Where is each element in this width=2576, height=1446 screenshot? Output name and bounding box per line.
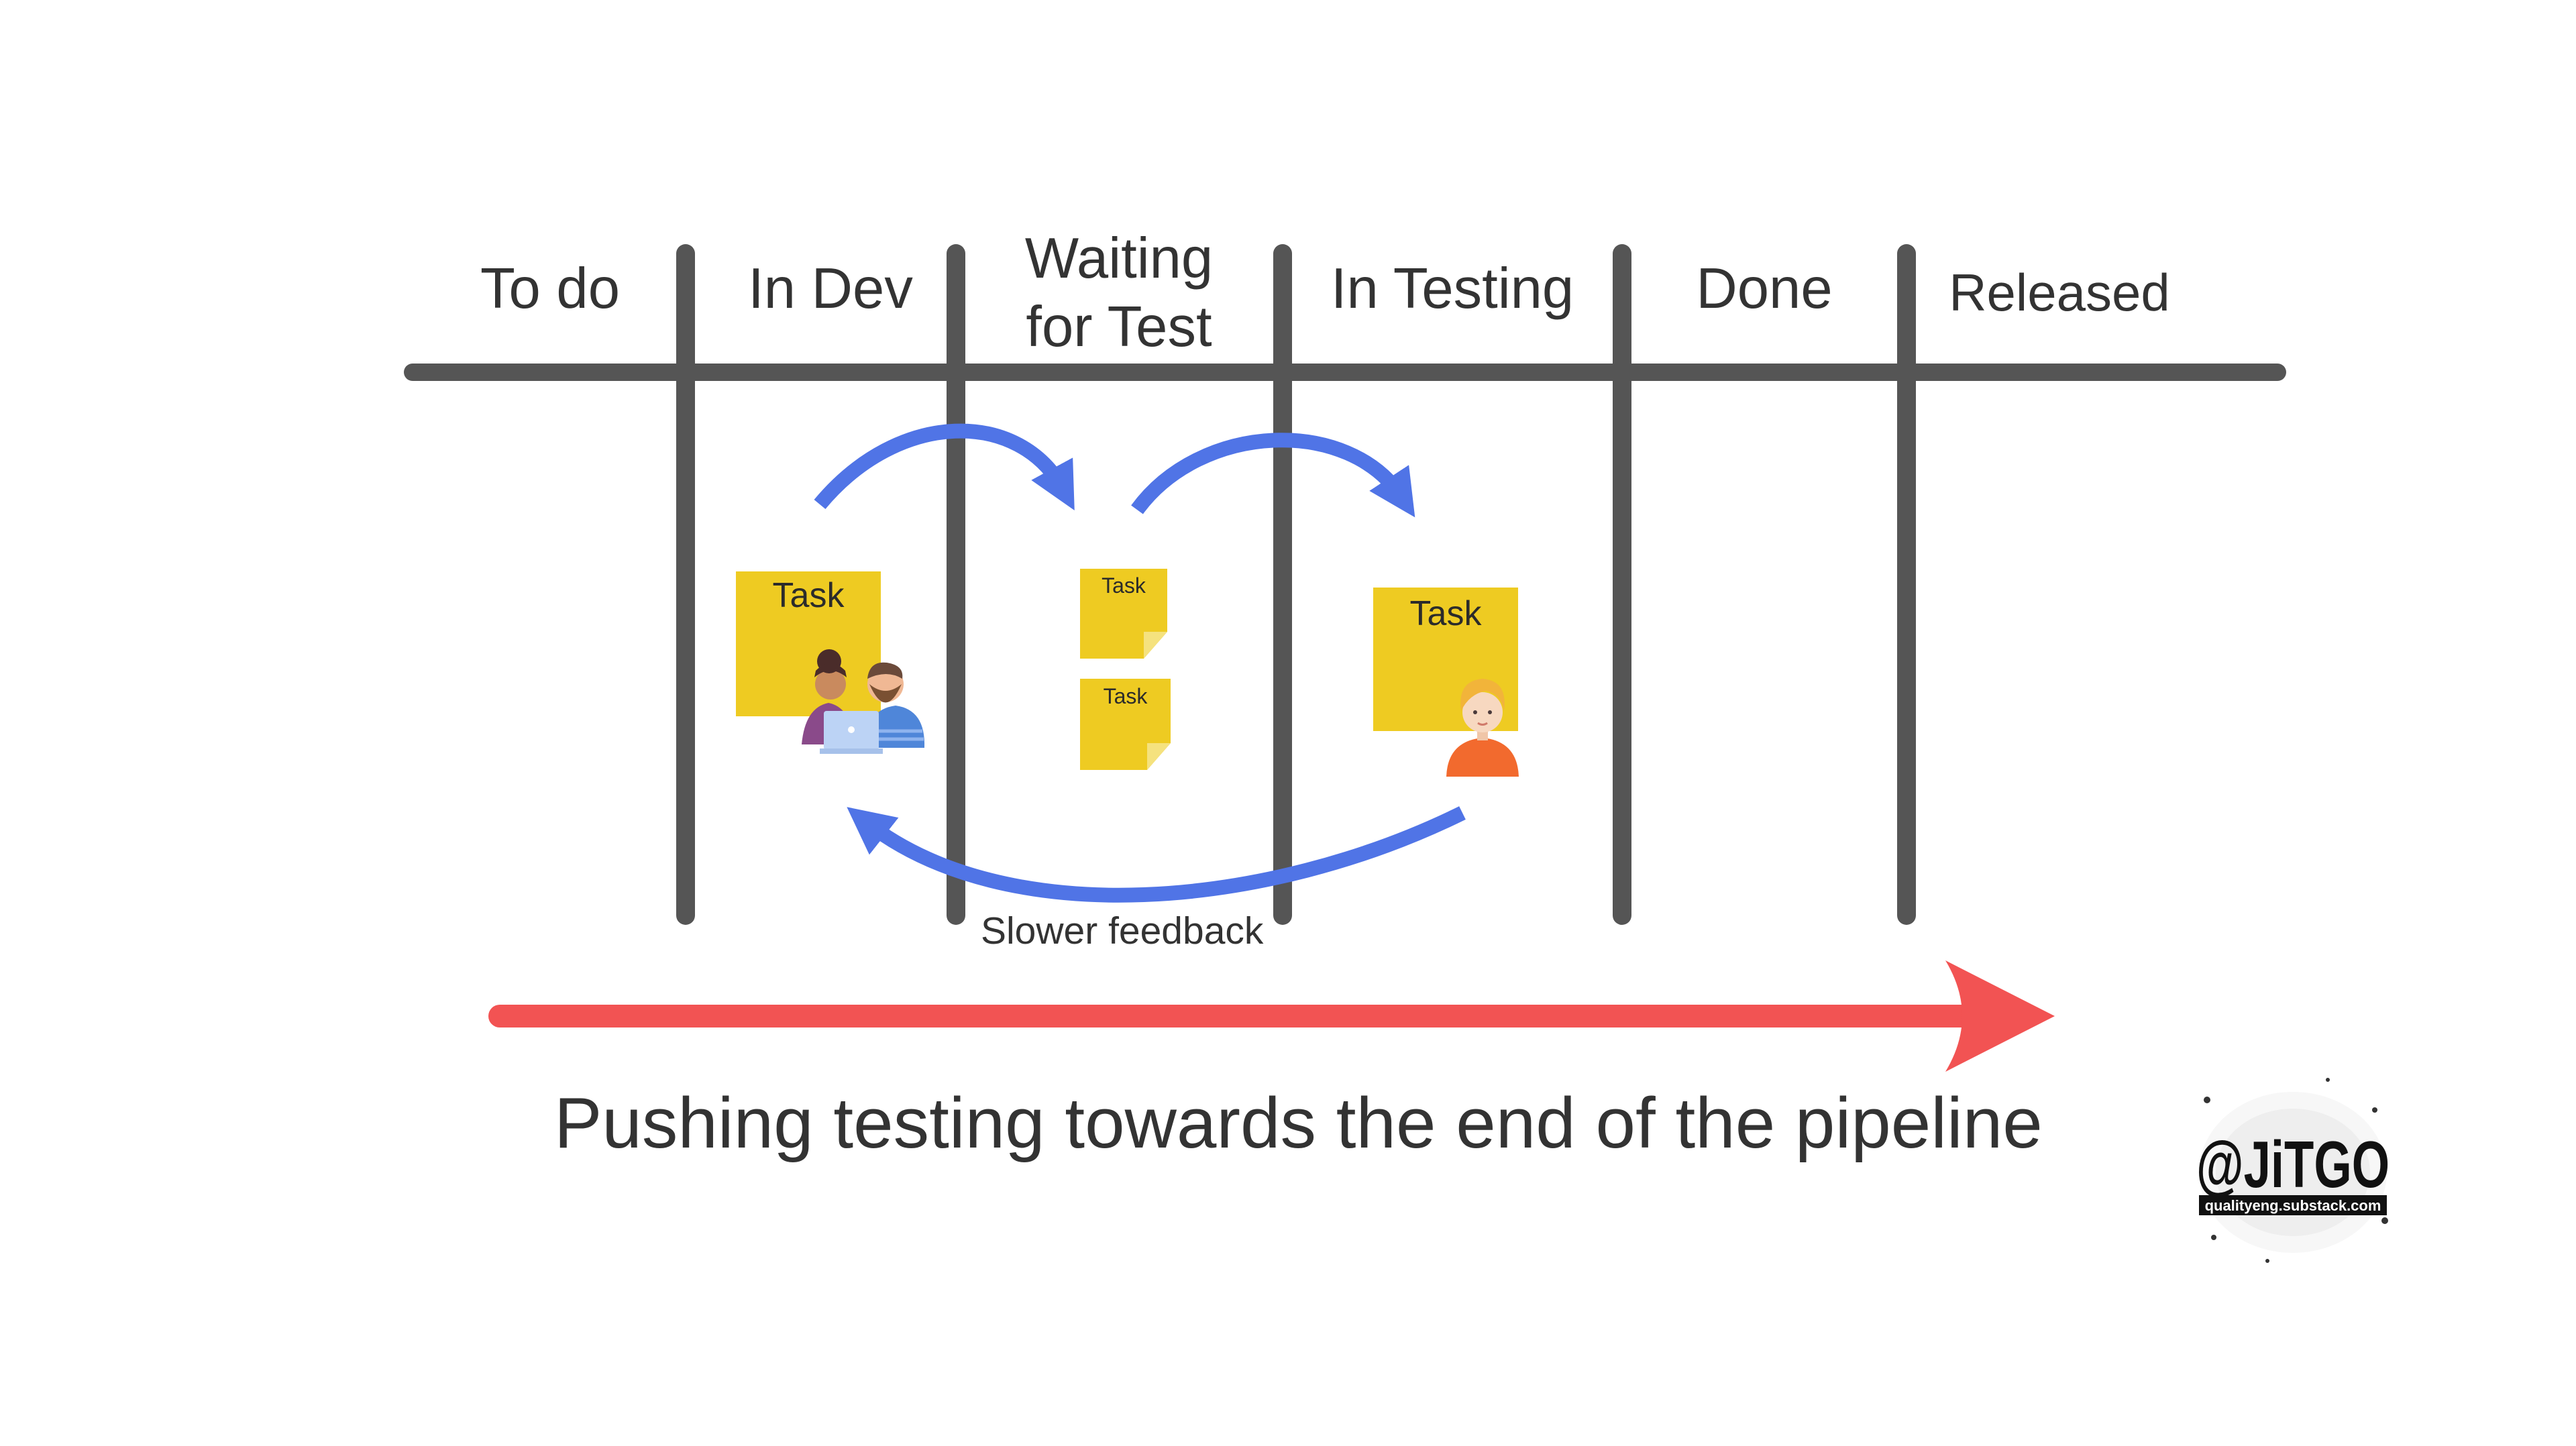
column-header-done: Done bbox=[1696, 257, 1833, 321]
jitgo-logo: @JiTGO qualityeng.substack.com bbox=[2196, 1078, 2390, 1263]
logo-url: qualityeng.substack.com bbox=[2205, 1197, 2381, 1214]
sticky-note-dev bbox=[736, 571, 881, 716]
tester-illustration bbox=[1446, 679, 1519, 777]
sticky-note-waiting-2-label: Task bbox=[1103, 684, 1148, 708]
sticky-note-testing-label: Task bbox=[1409, 594, 1482, 633]
sticky-note-dev-label: Task bbox=[772, 576, 845, 615]
sticky-note-waiting-1 bbox=[1080, 569, 1167, 659]
flow-arrow-waiting-to-testing bbox=[1131, 433, 1415, 518]
column-header-to-do: To do bbox=[480, 257, 620, 321]
flow-arrow-dev-to-waiting bbox=[814, 423, 1075, 510]
column-header-in-testing: In Testing bbox=[1330, 257, 1574, 321]
feedback-arrow bbox=[847, 806, 1466, 903]
sticky-note-waiting-2 bbox=[1080, 679, 1171, 770]
developers-pair-illustration bbox=[802, 649, 925, 754]
sticky-note-waiting-1-label: Task bbox=[1102, 573, 1146, 598]
column-header-waiting-for-test: Waiting for Test bbox=[1024, 227, 1214, 359]
column-header-in-dev: In Dev bbox=[748, 257, 913, 321]
logo-handle: @JiTGO bbox=[2196, 1128, 2390, 1201]
slower-feedback-label: Slower feedback bbox=[981, 909, 1264, 952]
pipeline-caption: Pushing testing towards the end of the p… bbox=[554, 1082, 2043, 1163]
column-header-released: Released bbox=[1949, 263, 2170, 322]
pipeline-arrow bbox=[488, 960, 2055, 1072]
